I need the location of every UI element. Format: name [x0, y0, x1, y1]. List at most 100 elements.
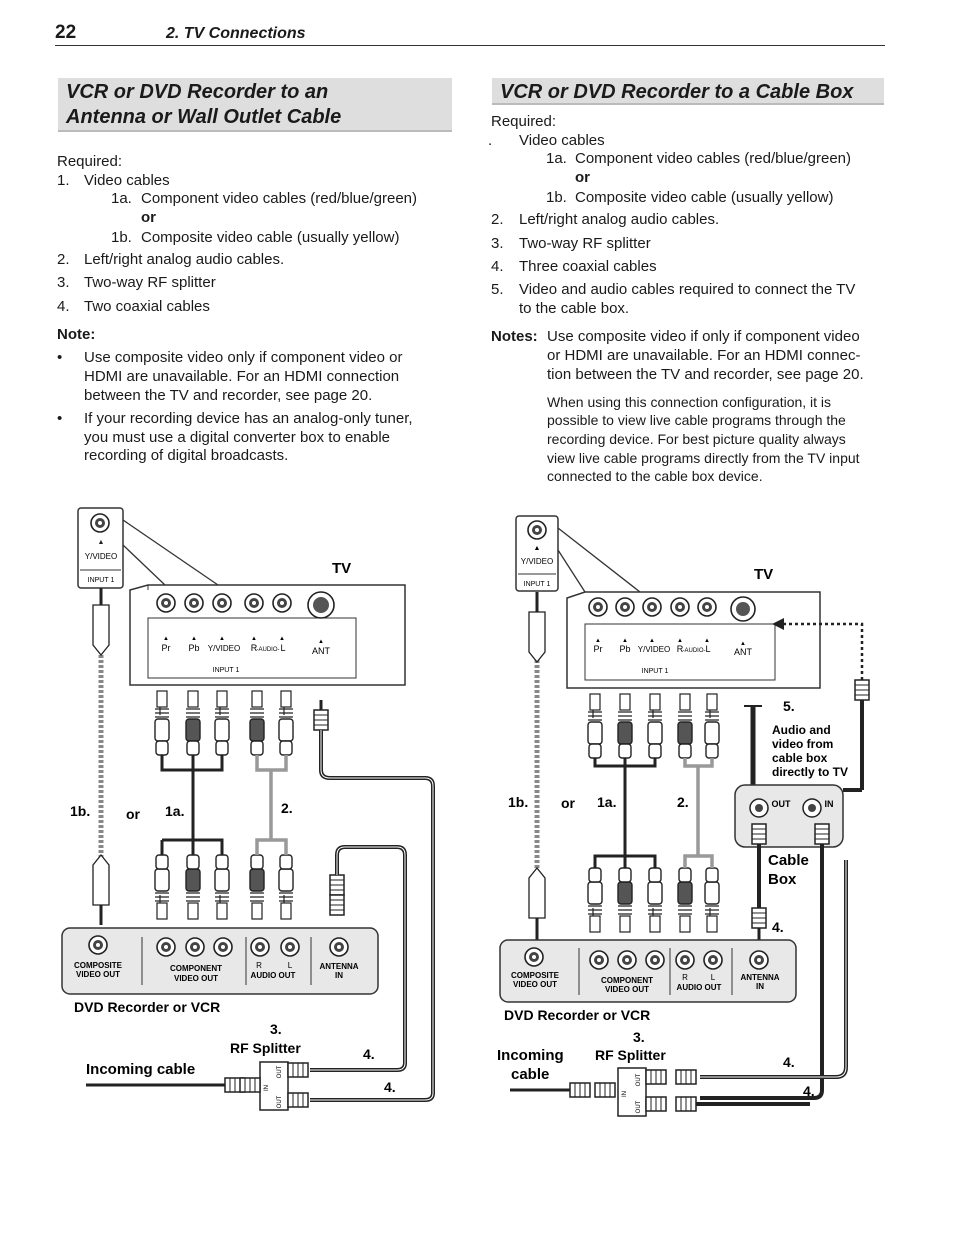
- header-rule: [55, 45, 885, 46]
- rec-label: R: [256, 961, 262, 970]
- callout-video-label: Y/VIDEO: [521, 557, 553, 566]
- tv-input-label: INPUT 1: [213, 667, 240, 674]
- cable-box-label: Box: [768, 871, 797, 888]
- callout-input-label: INPUT 1: [88, 577, 115, 584]
- right-note-line: Use composite video if only if component…: [547, 328, 860, 345]
- right-note-small: view live cable programs directly from t…: [547, 450, 860, 466]
- splitter-label: RF Splitter: [230, 1040, 301, 1056]
- rec-label: VIDEO OUT: [513, 980, 557, 989]
- svg-text:▲: ▲: [251, 636, 257, 642]
- rec-label: L: [288, 961, 293, 970]
- svg-text:▲: ▲: [98, 539, 105, 546]
- svg-text:▲: ▲: [191, 636, 197, 642]
- left-note-label: Note:: [57, 326, 96, 343]
- left-item-num: 3.: [57, 274, 70, 291]
- tv-jack-label: Pb: [188, 643, 199, 653]
- svg-text:▲: ▲: [534, 545, 541, 552]
- svg-text:▲: ▲: [622, 638, 628, 644]
- split-out: OUT: [277, 1065, 283, 1078]
- page-number: 22: [55, 22, 77, 43]
- left-item-text: Left/right analog audio cables.: [84, 251, 285, 268]
- bullet-char: •: [57, 410, 63, 427]
- label-4a: 4.: [783, 1054, 795, 1070]
- tv-jack-label: -AUDIO-: [257, 647, 280, 653]
- label-2: 2.: [677, 794, 689, 810]
- right-or-text: or: [575, 169, 590, 186]
- right-item-num: 3.: [491, 235, 504, 252]
- svg-text:▲: ▲: [704, 638, 710, 644]
- rec-label: AUDIO OUT: [677, 983, 722, 992]
- right-item-num: 1a.: [546, 150, 567, 167]
- tv-jack-label: L: [280, 643, 285, 653]
- svg-text:▲: ▲: [595, 638, 601, 644]
- right-item-text: Video and audio cables required to conne…: [519, 281, 856, 298]
- note-bullet-line: between the TV and recorder, see page 20…: [84, 387, 373, 404]
- right-item-num: 4.: [491, 258, 504, 275]
- av-text: directly to TV: [772, 765, 848, 779]
- right-item-text: Three coaxial cables: [519, 258, 657, 275]
- left-title-line1: VCR or DVD Recorder to an: [66, 81, 329, 103]
- label-2: 2.: [281, 800, 293, 816]
- tv-jack-label: Y/VIDEO: [208, 644, 240, 653]
- left-title-line2: Antenna or Wall Outlet Cable: [66, 106, 342, 128]
- label-or: or: [561, 795, 576, 811]
- tv-jack-label: ANT: [312, 646, 331, 656]
- note-bullet-line: recording of digital broadcasts.: [84, 447, 289, 464]
- rec-label: L: [711, 973, 716, 982]
- incoming-label: Incoming cable: [86, 1061, 195, 1078]
- rec-label: VIDEO OUT: [605, 985, 649, 994]
- svg-text:▲: ▲: [219, 636, 225, 642]
- tv-input-label: INPUT 1: [642, 668, 669, 675]
- tv-jack-label: R: [677, 644, 684, 654]
- right-note-small: recording device. For best picture quali…: [547, 431, 846, 447]
- left-item-num: 2.: [57, 251, 70, 268]
- splitter-num: 3.: [270, 1021, 282, 1037]
- splitter-label: RF Splitter: [595, 1047, 666, 1063]
- rec-label: COMPONENT: [170, 964, 222, 973]
- rec-label: COMPOSITE: [511, 971, 560, 980]
- rec-label: AUDIO OUT: [251, 971, 296, 980]
- split-in: IN: [264, 1085, 270, 1091]
- split-out: OUT: [636, 1073, 642, 1086]
- cable-box-label: Cable: [768, 852, 809, 869]
- left-item-text: Component video cables (red/blue/green): [141, 190, 417, 207]
- left-section-title: VCR or DVD Recorder to an Antenna or Wal…: [58, 78, 452, 132]
- right-item-text: to the cable box.: [519, 300, 630, 317]
- left-item-num: 1b.: [111, 229, 132, 246]
- right-item-text: Component video cables (red/blue/green): [575, 150, 851, 167]
- tv-jack-label: L: [705, 644, 710, 654]
- splitter-num: 3.: [633, 1029, 645, 1045]
- rec-label: COMPONENT: [601, 976, 653, 985]
- note-bullet-line: Use composite video only if component vi…: [84, 349, 403, 366]
- left-diagram: ▲ Y/VIDEO INPUT 1 ▲▲ ▲▲ ▲▲ Pr Pb Y/VIDEO…: [61, 507, 435, 1111]
- right-note-small: connected to the cable box device.: [547, 468, 763, 484]
- right-note-small: possible to view live cable programs thr…: [547, 412, 846, 428]
- label-or: or: [126, 806, 141, 822]
- rec-label: IN: [756, 982, 764, 991]
- svg-text:▲: ▲: [740, 641, 746, 647]
- right-note-line: or HDMI are unavailable. For an HDMI con…: [547, 347, 861, 364]
- tv-jack-label: Pr: [162, 643, 171, 653]
- left-item-text: Video cables: [84, 172, 170, 189]
- label-1a: 1a.: [597, 794, 616, 810]
- rec-label: VIDEO OUT: [174, 974, 218, 983]
- incoming-label: Incoming: [497, 1047, 564, 1064]
- chapter-title: 2. TV Connections: [166, 25, 306, 42]
- left-item-text: Composite video cable (usually yellow): [141, 229, 400, 246]
- tv-label: TV: [754, 566, 773, 583]
- rec-label: COMPOSITE: [74, 961, 123, 970]
- label-4a: 4.: [363, 1046, 375, 1062]
- tv-label: TV: [332, 560, 351, 577]
- left-item-num: 1a.: [111, 190, 132, 207]
- split-in: IN: [622, 1091, 628, 1097]
- right-item-num: 5.: [491, 281, 504, 298]
- tv-jack-label: Pr: [594, 644, 603, 654]
- left-item-text: Two-way RF splitter: [84, 274, 216, 291]
- label-1b: 1b.: [508, 794, 528, 810]
- left-item-num: 4.: [57, 298, 70, 315]
- recorder-label: DVD Recorder or VCR: [504, 1007, 650, 1023]
- left-item-num: 1.: [57, 172, 70, 189]
- recorder-label: DVD Recorder or VCR: [74, 999, 220, 1015]
- left-or-text: or: [141, 209, 156, 226]
- svg-text:▲: ▲: [677, 638, 683, 644]
